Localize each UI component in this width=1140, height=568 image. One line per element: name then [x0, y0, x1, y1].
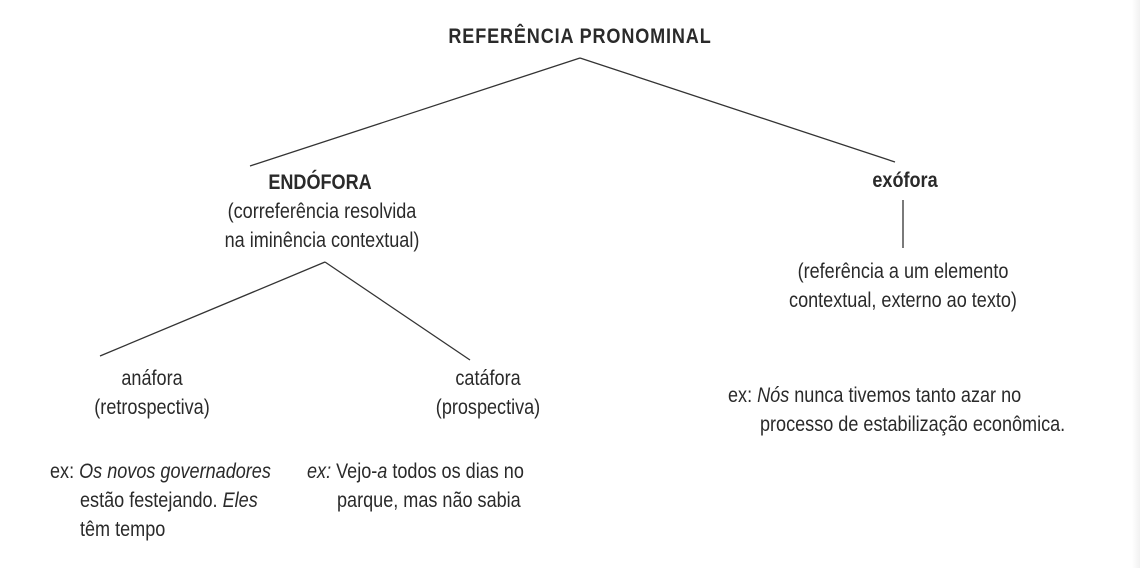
root-node-title: REFERÊNCIA PRONOMINAL: [448, 25, 712, 48]
example-text: estão festejando.: [80, 489, 223, 512]
exofora-desc-line1: (referência a um elemento: [797, 260, 1009, 283]
exofora-example-line2: processo de estabilização econômica.: [760, 413, 1066, 436]
endofora-desc-line1: (correferência resolvida: [227, 200, 417, 223]
connector-root-endofora: [249, 57, 581, 167]
example-text: nunca tivemos tanto azar no: [789, 384, 1022, 407]
catafora-example-line2: parque, mas não sabia: [337, 489, 521, 512]
exofora-title: exófora: [872, 169, 938, 192]
endofora-desc-line2: na iminência contextual): [224, 229, 420, 252]
exofora-desc-line2: contextual, externo ao texto): [789, 289, 1017, 312]
example-italic: Nós: [757, 384, 790, 407]
catafora-example-line1: ex: Vejo-a todos os dias no: [307, 457, 524, 486]
example-text: Vejo-: [336, 460, 378, 483]
anafora-example-line3: têm tempo: [80, 518, 166, 541]
example-prefix: ex:: [50, 460, 75, 483]
connector-root-exofora: [579, 57, 896, 163]
catafora-desc: (prospectiva): [435, 396, 541, 419]
connector-endofora-anafora: [99, 261, 326, 357]
anafora-title: anáfora: [121, 367, 183, 390]
endofora-title: ENDÓFORA: [268, 171, 372, 194]
example-text: todos os dias no: [387, 460, 524, 483]
example-prefix: ex:: [307, 460, 332, 483]
example-italic: Eles: [222, 489, 258, 512]
connector-endofora-catafora: [324, 261, 471, 361]
anafora-desc: (retrospectiva): [94, 396, 210, 419]
example-italic: a: [377, 460, 388, 483]
catafora-title: catáfora: [455, 367, 521, 390]
anafora-example-line2: estão festejando. Eles: [80, 486, 258, 515]
exofora-example-line1: ex: Nós nunca tivemos tanto azar no: [728, 381, 1021, 410]
page-edge-shadow: [1132, 0, 1140, 568]
anafora-example-line1: ex: Os novos governadores: [50, 457, 271, 486]
example-prefix: ex:: [728, 384, 753, 407]
example-italic: Os novos governadores: [79, 460, 271, 483]
